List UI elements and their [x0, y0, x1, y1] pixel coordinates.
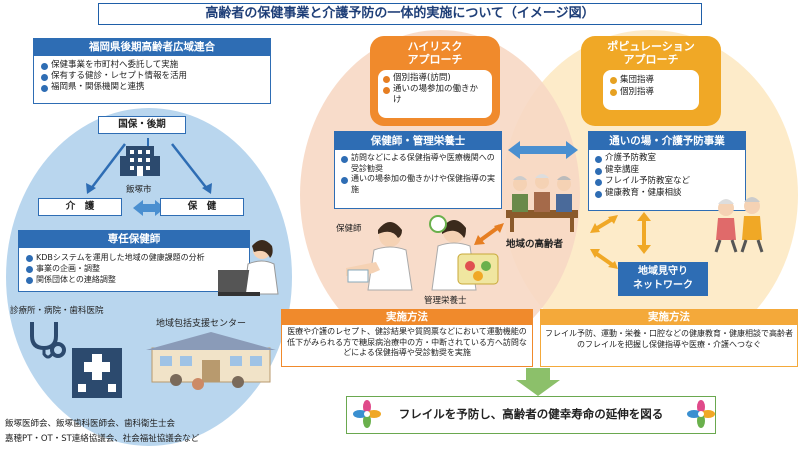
- place-title: 通いの場・介護予防事業: [589, 132, 745, 150]
- list-item: 通いの場参加の働きかけ: [382, 84, 482, 106]
- nurse-label: 保健師: [336, 224, 362, 234]
- page-title: 高齢者の保健事業と介護予防の一体的実施について（イメージ図）: [98, 3, 702, 25]
- list-item: フレイル予防教室など: [594, 176, 740, 188]
- dietitian-label: 管理栄養士: [424, 296, 467, 306]
- method-left-box: 実施方法 医療や介護のレセプト、健診結果や質問票などにおいて運動機能の低下がみら…: [281, 309, 533, 367]
- down-arrow: [516, 368, 560, 396]
- orange-double-arrow: [474, 223, 504, 245]
- list-item: 通いの場参加の働きかけや保健指導の実施: [340, 174, 496, 195]
- place-box: 通いの場・介護予防事業 介護予防教室 健幸講座 フレイル予防教室など 健康教育・…: [588, 131, 746, 211]
- health-staff-list: 訪問などによる保健指導や医療機関への受診勧奨 通いの場参加の働きかけや保健指導の…: [335, 150, 501, 198]
- method-right-title: 実施方法: [541, 310, 797, 325]
- list-item: 介護予防教室: [594, 153, 740, 165]
- kaigo-box: 介 護: [38, 198, 122, 216]
- health-staff-title: 保健師・管理栄養士: [335, 132, 501, 150]
- flower-logo-icon: [353, 400, 381, 428]
- watch-line-1: 地域見守り: [638, 266, 688, 277]
- list-item: 福岡県・関係機関と連携: [40, 82, 264, 93]
- list-item: KDBシステムを運用した地域の健康課題の分析: [25, 252, 243, 263]
- method-right-box: 実施方法 フレイル予防、運動・栄養・口腔などの健康教育・健康相談で高齢者のフレイ…: [540, 309, 798, 367]
- clinic-label: 診療所・病院・歯科医院: [10, 306, 104, 316]
- list-item: 健幸講座: [594, 165, 740, 177]
- high-risk-title-1: ハイリスク: [407, 40, 463, 53]
- method-left-title: 実施方法: [282, 310, 532, 325]
- place-list: 介護予防教室 健幸講座 フレイル予防教室など 健康教育・健康相談: [589, 150, 745, 202]
- amber-arrows: [590, 212, 651, 269]
- population-panel: ポピュレーション アプローチ 集団指導 個別指導: [581, 36, 721, 126]
- watch-network-box: 地域見守り ネットワーク: [618, 262, 708, 296]
- staff-title: 専任保健師: [19, 231, 249, 248]
- elderly-couple-illustration: [714, 197, 764, 253]
- nurse-dietitian-illustration: [346, 215, 499, 291]
- method-right-text: フレイル予防、運動・栄養・口腔などの健康教育・健康相談で高齢者のフレイルを把握し…: [545, 329, 793, 349]
- population-title-1: ポピュレーション: [607, 40, 695, 53]
- list-item: 事業の企画・調整: [25, 263, 243, 274]
- hospital-icon: [72, 348, 122, 398]
- union-box: 福岡県後期高齢者広域連合 保健事業を市町村へ委託して実施 保有する健診・レセプト…: [33, 38, 271, 104]
- city-hall-icon: [120, 146, 160, 176]
- high-risk-list: 個別指導(訪問) 通いの場参加の働きかけ: [382, 73, 488, 106]
- elderly-group-illustration: [506, 174, 578, 232]
- union-list: 保健事業を市町村へ委託して実施 保有する健診・レセプト情報を活用 福岡県・関係機…: [34, 56, 270, 97]
- list-item: 集団指導: [609, 74, 693, 86]
- list-item: 個別指導: [609, 86, 693, 98]
- staff-box: 専任保健師 KDBシステムを運用した地域の健康課題の分析 事業の企画・調整 関係…: [18, 230, 250, 292]
- high-risk-panel: ハイリスク アプローチ 個別指導(訪問) 通いの場参加の働きかけ: [370, 36, 500, 126]
- hoken-box: 保 健: [160, 198, 244, 216]
- union-title: 福岡県後期高齢者広域連合: [34, 39, 270, 56]
- assoc-line-2: 嘉穂PT・OT・ST連絡協議会、社会福祉協議会など: [5, 434, 200, 444]
- list-item: 個別指導(訪問): [382, 73, 488, 84]
- population-list: 集団指導 個別指導: [609, 74, 693, 98]
- list-item: 保健事業を市町村へ委託して実施: [40, 60, 264, 71]
- list-item: 関係団体との連絡調整: [25, 274, 243, 285]
- support-center-illustration: [146, 332, 276, 390]
- list-item: 訪問などによる保健指導や医療機関への受診勧奨: [340, 153, 496, 174]
- list-item: 健康教育・健康相談: [594, 188, 740, 200]
- population-title-2: アプローチ: [623, 53, 679, 66]
- kokuho-box: 国保・後期: [98, 116, 186, 134]
- goal-box: フレイルを予防し、高齢者の健幸寿命の延伸を図る: [346, 396, 716, 434]
- flower-logo-icon: [687, 400, 715, 428]
- staff-list: KDBシステムを運用した地域の健康課題の分析 事業の企画・調整 関係団体との連絡…: [19, 248, 249, 289]
- method-left-text: 医療や介護のレセプト、健診結果や質問票などにおいて運動機能の低下がみられる方で糖…: [287, 327, 527, 357]
- city-label: 飯塚市: [126, 185, 152, 195]
- assoc-line-1: 飯塚医師会、飯塚歯科医師会、歯科衛生士会: [5, 419, 176, 429]
- goal-text: フレイルを予防し、高齢者の健幸寿命の延伸を図る: [398, 407, 664, 421]
- high-risk-title-2: アプローチ: [407, 53, 463, 66]
- elderly-label: 地域の高齢者: [506, 239, 564, 250]
- left-arrows: [86, 138, 212, 216]
- watch-line-2: ネットワーク: [633, 280, 693, 291]
- center-label: 地域包括支援センター: [156, 319, 247, 329]
- double-arrow-top: [508, 141, 578, 159]
- stethoscope-icon: [30, 322, 66, 359]
- nurse-laptop-illustration: [218, 240, 279, 296]
- list-item: 保有する健診・レセプト情報を活用: [40, 71, 264, 82]
- health-staff-box: 保健師・管理栄養士 訪問などによる保健指導や医療機関への受診勧奨 通いの場参加の…: [334, 131, 502, 209]
